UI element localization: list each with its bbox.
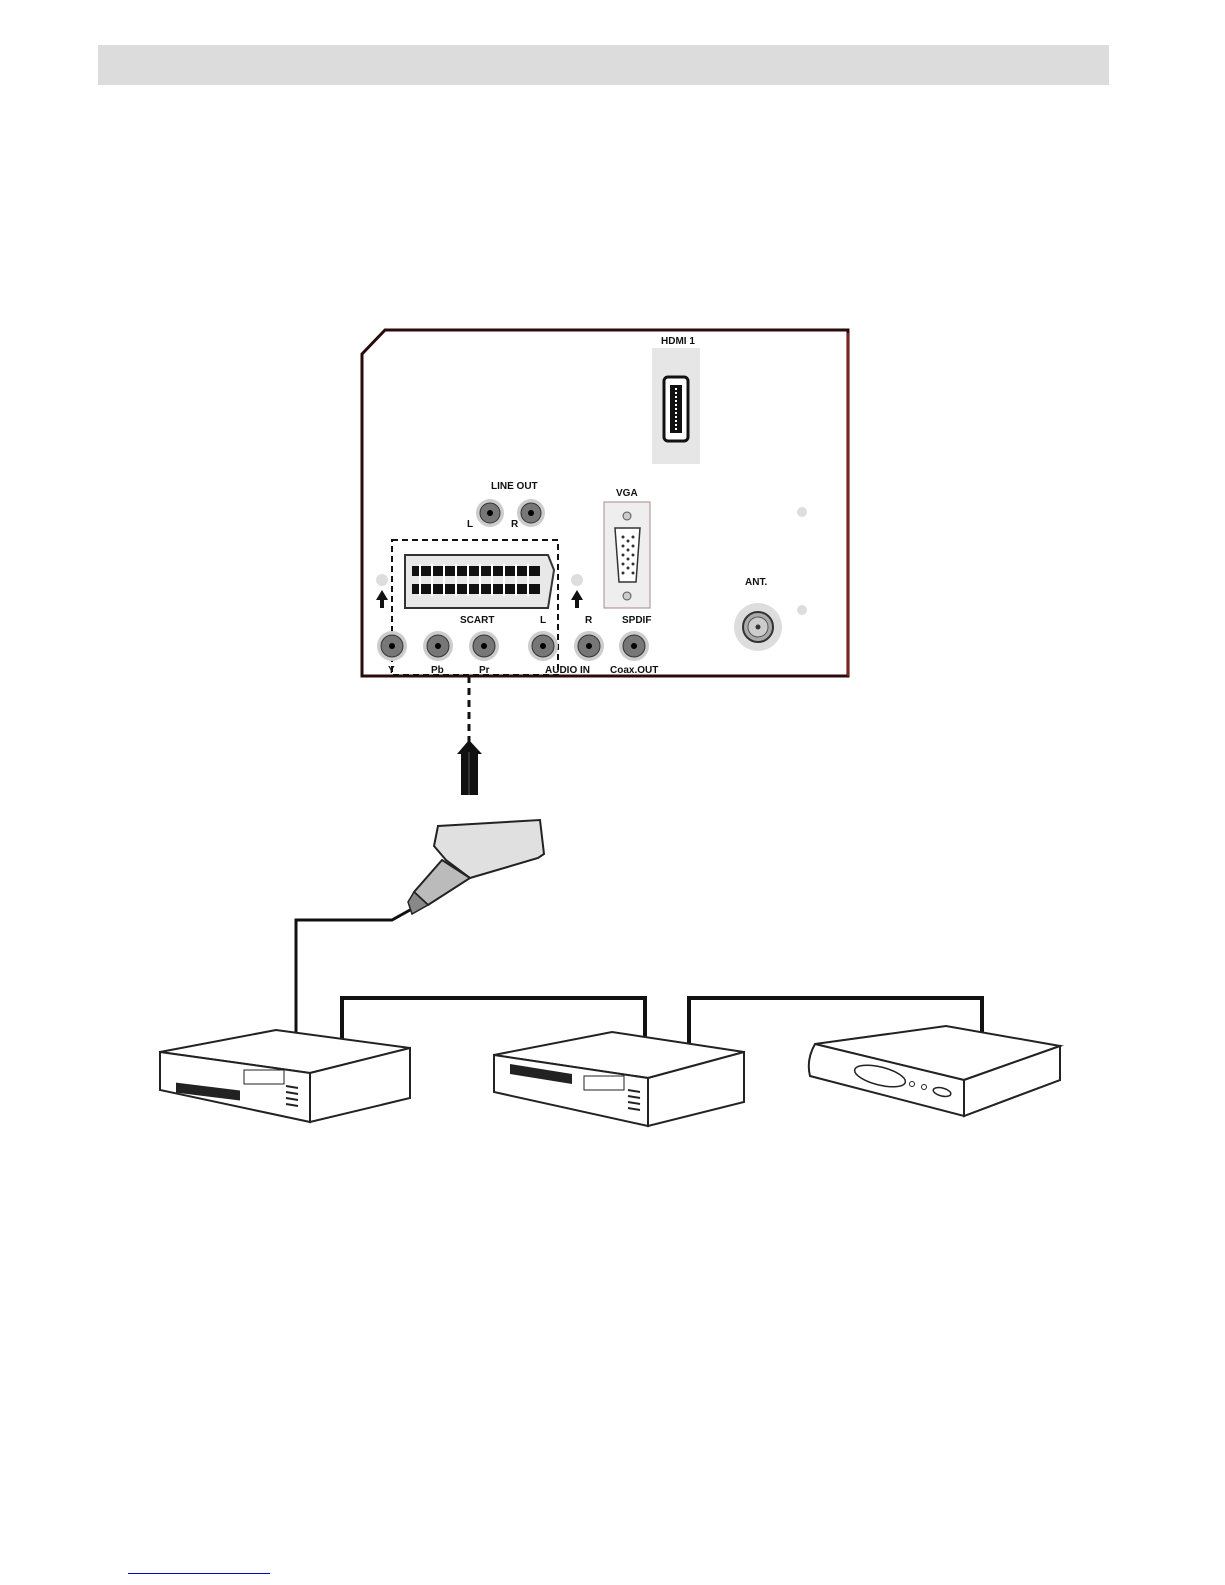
scart-label: SCART [460, 615, 494, 626]
scart-plug-icon [296, 820, 544, 1032]
pb-label: Pb [431, 665, 444, 676]
pr-label: Pr [479, 665, 490, 676]
audio-l-label: L [540, 615, 546, 626]
ant-label: ANT. [745, 577, 767, 588]
audio-r-label: R [585, 615, 593, 626]
coax-out-label: Coax.OUT [610, 665, 658, 676]
line-out-label: LINE OUT [491, 481, 538, 492]
hdmi-label: HDMI 1 [661, 336, 695, 347]
set-top-box-icon [809, 1026, 1060, 1116]
dvd-recorder-icon [494, 1032, 744, 1126]
vcr-icon [160, 1030, 410, 1122]
footer-rule [128, 1573, 270, 1574]
scart-arrow [457, 676, 482, 795]
hdmi-port: HDMI 1 [652, 336, 700, 464]
line-out-left-label: L [467, 519, 473, 530]
line-out-right-label: R [511, 519, 519, 530]
vga-port: VGA [604, 488, 650, 608]
vga-label: VGA [616, 488, 638, 499]
audio-in-label: AUDIO IN [545, 665, 590, 676]
y-label: Y [388, 665, 395, 676]
spdif-label: SPDIF [622, 615, 651, 626]
